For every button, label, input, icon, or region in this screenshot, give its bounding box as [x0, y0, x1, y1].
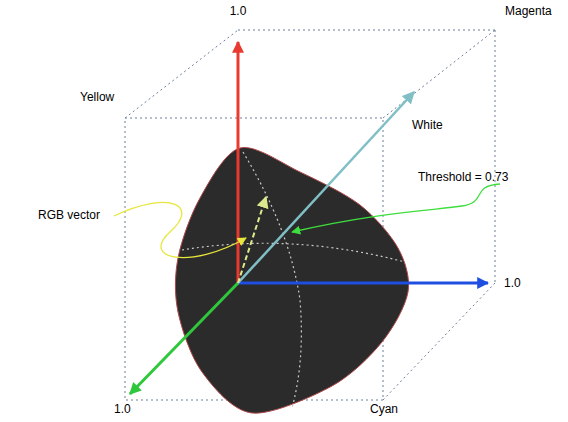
callout-label: RGB vector — [38, 208, 100, 222]
callout-label: Threshold = 0.73 — [418, 170, 508, 184]
surface-arc — [182, 243, 405, 262]
surface-arcs — [182, 152, 405, 408]
axis-value: 1.0 — [114, 402, 131, 416]
corner-label: Magenta — [505, 4, 552, 18]
red-axis — [237, 42, 240, 283]
leader-line — [292, 184, 500, 232]
corner-label: Yellow — [80, 90, 114, 104]
cube-edge — [238, 30, 495, 31]
cube-edge — [383, 30, 495, 118]
leader-line — [114, 203, 246, 258]
corner-label: Cyan — [370, 402, 398, 416]
cube-edge — [125, 30, 238, 118]
blue-axis — [238, 282, 488, 285]
white-axis — [238, 92, 414, 283]
threshold-surface — [175, 147, 408, 413]
axis-value: 1.0 — [230, 4, 247, 18]
cube-edge — [495, 30, 496, 283]
axis-value: 1.0 — [504, 276, 521, 290]
surface-arc — [243, 152, 301, 408]
corner-label: White — [412, 118, 443, 132]
green-axis — [130, 283, 238, 394]
